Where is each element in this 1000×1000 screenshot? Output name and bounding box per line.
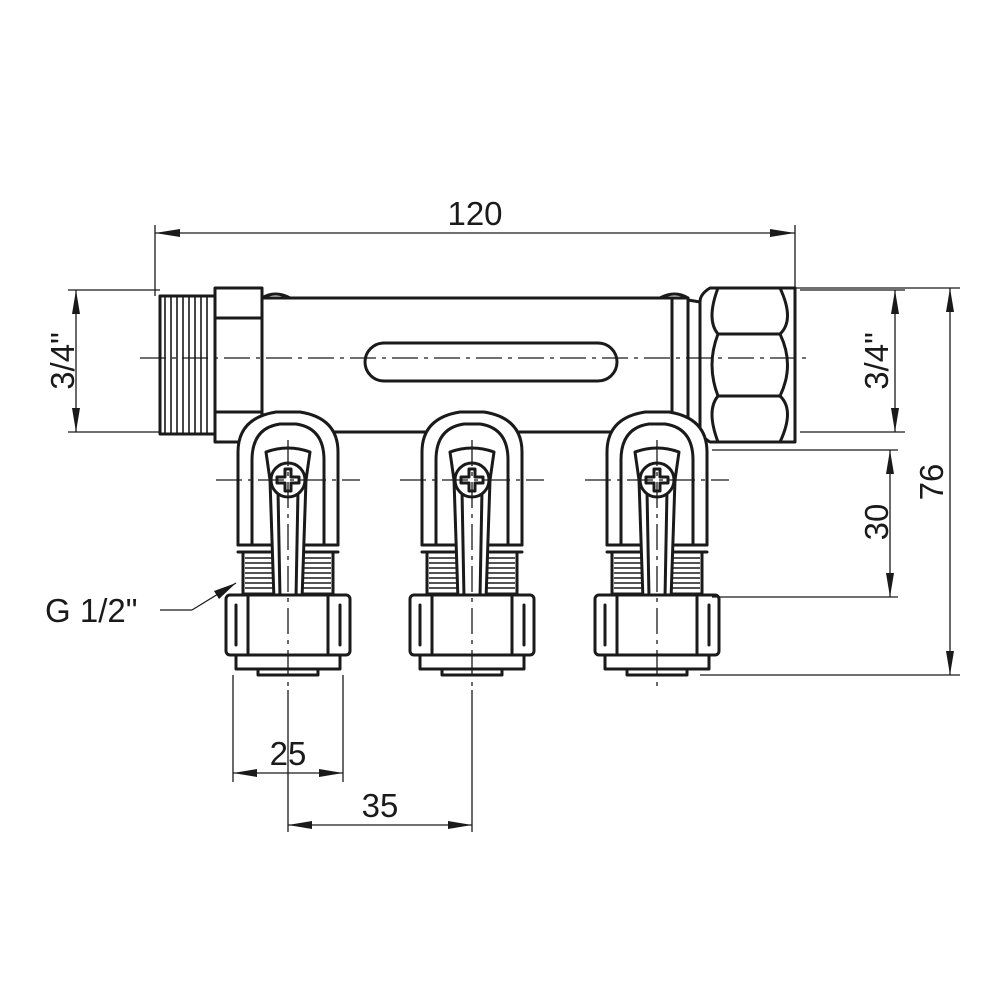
label-overall-length: 120 bbox=[447, 195, 502, 232]
label-branch-offset: 30 bbox=[858, 504, 895, 541]
label-branch-thread: G 1/2" bbox=[45, 592, 137, 629]
callout-branch-thread: G 1/2" bbox=[45, 582, 237, 629]
inlet-male-thread bbox=[158, 286, 264, 444]
sight-slot bbox=[363, 341, 619, 383]
label-outlet-thread: 3/4" bbox=[858, 332, 895, 390]
label-overall-height: 76 bbox=[913, 464, 950, 501]
label-inlet-thread: 3/4" bbox=[44, 332, 81, 390]
branch-valve-1 bbox=[214, 410, 362, 692]
dimension-branch-offset: 30 bbox=[712, 449, 898, 598]
dimension-inlet-thread: 3/4" bbox=[44, 289, 160, 433]
branch-valve-2 bbox=[398, 410, 546, 692]
label-branch-pitch: 35 bbox=[362, 787, 399, 824]
branch-valve-3 bbox=[583, 410, 731, 692]
dimension-overall-height: 76 bbox=[700, 287, 960, 676]
outlet-female-hex bbox=[686, 286, 797, 444]
dimension-branch-pitch: 35 bbox=[287, 690, 473, 832]
manifold-body bbox=[260, 292, 690, 438]
dimension-overall-length: 120 bbox=[154, 195, 796, 296]
dimension-outlet-thread: 3/4" bbox=[800, 289, 905, 433]
